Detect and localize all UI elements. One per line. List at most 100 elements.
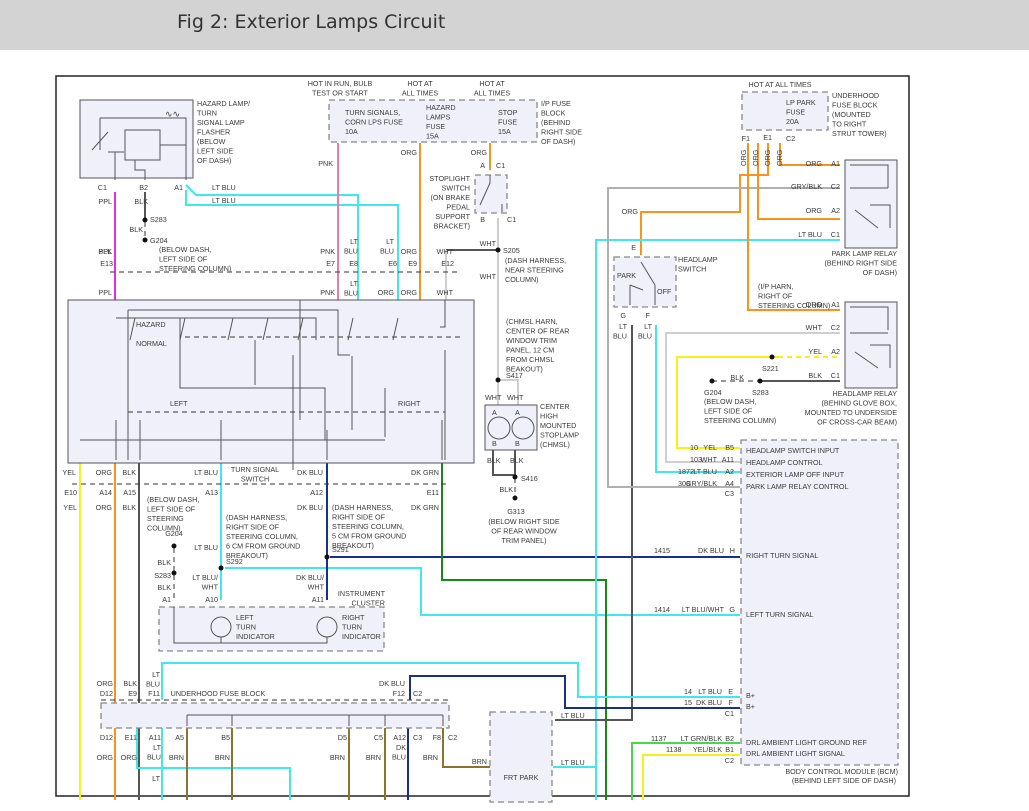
s292-label: S292 (226, 557, 243, 566)
harness-bottom-wire-0: PPL (98, 288, 112, 297)
s291-loc: 5 CM FROM GROUND (332, 532, 406, 541)
hl-relay-wire-0: ORG (806, 300, 823, 309)
uhb-bot-wire-0: ORG (97, 753, 114, 762)
switch-out-wire-3: LT BLU (194, 468, 218, 477)
splice-s292 (218, 565, 224, 571)
wire-ltblu-a11 (136, 728, 291, 800)
hs-pin-e: E (631, 243, 636, 252)
right-turn-indicator-label: INDICATOR (342, 632, 381, 641)
harness-bottom-wire-4: ORG (401, 288, 418, 297)
chmsl-bulb-right-icon (511, 416, 535, 440)
flasher-title: (BELOW (197, 137, 226, 146)
bcm-turn-wire-0: DK BLU (698, 546, 724, 555)
hs-park-label: PARK (617, 271, 636, 280)
flasher-pin-c1: C1 (98, 183, 107, 192)
wire-label-ltblu-frt1: LT BLU (561, 711, 585, 720)
wire-label-blk-g: BLK (129, 225, 143, 234)
park-relay-wire-0: ORG (806, 159, 823, 168)
uhb-top-wire-2: BLU (146, 680, 160, 689)
bcm-turn-label-1: LEFT TURN SIGNAL (746, 610, 814, 619)
wire-label-dkbluwht: WHT (308, 583, 325, 592)
cluster-ground-path (173, 607, 328, 644)
s221-label: S221 (762, 364, 779, 373)
wire-label-ltblu-s292: LT BLU (194, 543, 218, 552)
hl-relay-wire-1: WHT (806, 323, 823, 332)
wire-label-wht-in: WHT (480, 239, 497, 248)
bcm-c3-wire-1: WHT (701, 455, 718, 464)
wire-label-org-vert-2: ORG (763, 149, 772, 166)
bcm-c3-wire-2: LT BLU (693, 467, 717, 476)
headlamp-switch-title: SWITCH (678, 265, 706, 274)
chmsl-pin-b1: B (492, 439, 497, 448)
uhb-bot-pin-3: A5 (175, 733, 184, 742)
lp-park-fuse-label: 20A (786, 117, 799, 126)
bcm-c2-circuit-1: 1138 (666, 745, 681, 754)
bcm-turn-pin-1: G (729, 605, 735, 614)
underhood-fuse-block-title: TO RIGHT (832, 120, 867, 129)
harness-bottom-wire-2: BLU (344, 289, 358, 298)
headlamp-relay-title: (BEHIND GLOVE BOX, (822, 399, 898, 408)
cluster-pin-a10: A10 (205, 595, 218, 604)
uhb-bot-conn-c2: C2 (448, 733, 457, 742)
lower-wire-3: DK BLU (297, 503, 323, 512)
hl-relay-pin-0: A1 (831, 300, 840, 309)
stoplight-switch-title: SUPPORT (435, 212, 470, 221)
underhood-fuse-block-title: UNDERHOOD (832, 91, 879, 100)
wire-ltblu-g (555, 325, 633, 721)
g204-right-label: G204 (704, 388, 722, 397)
hazard-label: HAZARD (136, 320, 166, 329)
ip-fuse-block-title: (BEHIND (541, 118, 571, 127)
park-relay-pin-2: A2 (831, 206, 840, 215)
bcm-c1-circuit-0: 14 (684, 687, 692, 696)
hot-in-run-label: HOT IN RUN, BULB (308, 79, 373, 88)
wire-label-wht-a: WHT (485, 393, 502, 402)
bcm-c2-pin-1: B1 (725, 745, 734, 754)
switch-out-wire-1: ORG (96, 468, 113, 477)
s291-loc: (DASH HARNESS, (332, 503, 393, 512)
chmsl-harness-loc: CENTER OF REAR (506, 327, 570, 336)
chmsl-title: STOPLAMP (540, 431, 579, 440)
bcm-box (740, 439, 899, 766)
ip-fuse-block (328, 99, 538, 143)
s291-loc: RIGHT SIDE OF (332, 513, 386, 522)
stoplight-conn-c1: C1 (496, 161, 505, 170)
wire-label-blk-l2: BLK (157, 583, 171, 592)
wire-label-ppl: PPL (98, 197, 112, 206)
uhb-bot-wire-7: BLU (392, 753, 406, 762)
s291-loc: BREAKOUT) (332, 541, 374, 550)
wire-ltgrn-bcm (631, 742, 740, 800)
instrument-cluster-title: INSTRUMENT (338, 589, 386, 598)
hl-relay-pin-3: C1 (831, 371, 840, 380)
uhb-bot-pin-6: C5 (374, 733, 383, 742)
uhb-top-wire-3: DK BLU (379, 679, 405, 688)
wire-org-e (640, 143, 769, 255)
s292-loc: (DASH HARNESS, (226, 513, 287, 522)
wire-label-ltblu-frt2: LT BLU (561, 758, 585, 767)
s292-loc: RIGHT SIDE OF (226, 523, 280, 532)
flasher-title: SIGNAL LAMP (197, 118, 245, 127)
uhb-top-conn: C2 (413, 689, 422, 698)
bcm-c2-label-0: DRL AMBIENT LIGHT GROUND REF (746, 738, 867, 747)
uhb-ltblu-lower: LT (152, 774, 160, 783)
wire-ltblu-s292 (225, 567, 740, 616)
normal-label: NORMAL (136, 339, 167, 348)
ip-fuse-block-title: BLOCK (541, 109, 566, 118)
stoplight-switch-title: SWITCH (442, 184, 470, 193)
right-turn-indicator-label: RIGHT (342, 613, 365, 622)
s283-right-label: S283 (752, 388, 769, 397)
g204-lower-loc: COLUMN) (147, 524, 181, 533)
wire-label-ppl-2: BLK (98, 247, 112, 256)
flasher-internals (91, 117, 187, 180)
bcm-turn-wire-1: LT BLU/WHT (682, 605, 725, 614)
park-relay-wire-3: LT BLU (798, 230, 822, 239)
harness-top-wire-3: LT (386, 237, 394, 246)
wire-label-org-vert-0: ORG (739, 149, 748, 166)
wire-label-org-2: ORG (471, 148, 488, 157)
uhb-bot-wire-4: BRN (215, 753, 230, 762)
chmsl-title: CENTER (540, 402, 570, 411)
chmsl-title: HIGH (540, 412, 558, 421)
hot-at-all-times-top: HOT AT ALL TIMES (748, 80, 811, 89)
s291-loc: STEERING COLUMN, (332, 522, 404, 531)
flasher-title: TURN (197, 109, 217, 118)
